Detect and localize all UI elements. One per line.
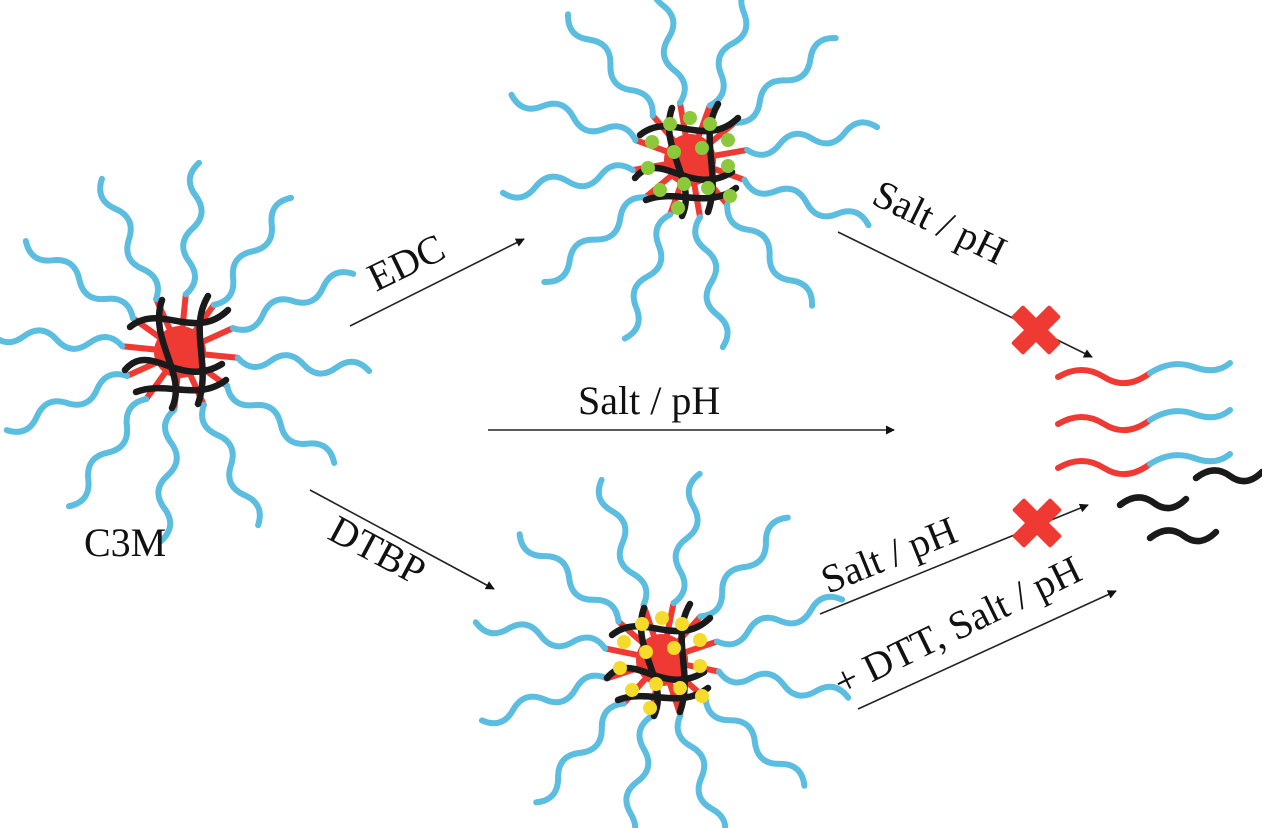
corona-chain <box>210 194 294 308</box>
homopolymer-chain <box>121 356 226 376</box>
edc-label: EDC <box>360 225 452 301</box>
corona-chain <box>653 0 688 106</box>
free-corona-chain <box>1147 360 1233 376</box>
corona-chain <box>706 0 750 109</box>
edc-to-products-label: Salt / pH <box>866 171 1014 274</box>
crosslink-dot <box>667 641 681 655</box>
corona-chain <box>674 711 729 828</box>
crosslink-dot <box>695 141 709 155</box>
crosslink-dot <box>703 117 717 131</box>
dtbp-arrow <box>309 489 495 590</box>
homopolymer-chain <box>608 614 714 639</box>
corona-chain <box>533 700 627 806</box>
crosslink-dot <box>677 177 691 191</box>
corona-chain <box>741 176 872 229</box>
homopolymer-chain <box>155 296 180 412</box>
crosslink-dot <box>667 145 681 159</box>
crosslink-dot <box>701 181 715 195</box>
corona-chain <box>744 119 881 158</box>
free-homopolymer <box>1146 527 1220 545</box>
corona-chain <box>670 470 703 607</box>
corona-chain <box>0 327 126 352</box>
corona-chain <box>702 695 808 789</box>
corona-chain <box>97 175 161 303</box>
corona-chain <box>713 593 846 648</box>
dtbp-to-products-label: Salt / pH <box>815 507 964 602</box>
crosslink-dot <box>695 689 709 703</box>
corona-chain <box>229 269 357 333</box>
crosslink-dot <box>655 611 669 625</box>
corona-chain <box>3 371 131 435</box>
corona-chain <box>199 401 263 529</box>
corona-chain <box>155 406 180 545</box>
crosslink-dot <box>617 635 631 649</box>
corona-chain <box>224 382 338 466</box>
edc-arrow <box>349 238 525 327</box>
corona-chain <box>234 352 373 377</box>
free-homopolymer <box>1192 467 1262 485</box>
crosslink-dot <box>625 683 639 697</box>
edc-crosslinked-micelle <box>499 0 881 351</box>
corona-chain <box>180 159 205 298</box>
corona-chain <box>472 619 609 652</box>
homopolymer-chain <box>132 376 230 396</box>
crosslink-dot <box>653 183 667 197</box>
crosslink-dot <box>649 677 663 691</box>
crosslink-dot <box>643 701 657 715</box>
crosslink-dot <box>613 661 627 675</box>
corona-chain <box>697 514 791 620</box>
corona-chain <box>715 668 852 701</box>
homopolymer-chain <box>636 114 742 139</box>
corona-chain <box>508 91 639 144</box>
free-core-block <box>1055 414 1153 433</box>
corona-chain <box>499 162 636 201</box>
crosslink-dot <box>723 189 737 203</box>
dtbp-crosslinked-micelle <box>472 470 852 828</box>
blocked-x-icon <box>1011 305 1061 355</box>
crosslink-dot <box>673 681 687 695</box>
crosslink-dot <box>641 161 655 175</box>
blocked-x-icon <box>1012 498 1062 548</box>
crosslink-dot <box>721 133 735 147</box>
crosslink-dot <box>639 645 653 659</box>
corona-chain <box>66 396 150 510</box>
corona-chain <box>724 201 816 309</box>
corona-chain <box>564 11 656 119</box>
crosslink-dot <box>635 617 649 631</box>
corona-chain <box>731 34 839 126</box>
corona-chain <box>516 531 622 625</box>
corona-chain <box>541 194 649 286</box>
dtbp-dtt-arrow <box>857 590 1117 710</box>
corona-chain <box>22 238 136 322</box>
crosslink-dot <box>671 201 685 215</box>
c3m-micelle <box>0 159 373 545</box>
free-core-block <box>1055 458 1153 477</box>
dtbp-label: DTBP <box>322 506 433 594</box>
crosslink-dot <box>645 135 659 149</box>
corona-chain <box>621 211 674 342</box>
crosslink-dot <box>683 111 697 125</box>
corona-chain <box>478 672 611 727</box>
crosslink-dot <box>693 633 707 647</box>
crosslink-dot <box>693 659 707 673</box>
c3m-label: C3M <box>84 520 166 565</box>
free-corona-chain <box>1147 451 1233 467</box>
free-polymers <box>1055 360 1262 545</box>
homopolymer-chain <box>126 306 232 331</box>
crosslink-dot <box>663 117 677 131</box>
free-homopolymer <box>1116 494 1190 512</box>
corona-chain <box>595 476 650 609</box>
corona-chain <box>692 214 731 351</box>
free-corona-chain <box>1147 407 1233 423</box>
crosslink-dot <box>721 159 735 173</box>
crosslink-dot <box>675 617 689 631</box>
free-core-block <box>1055 367 1153 386</box>
direct-route-label: Salt / pH <box>578 378 720 423</box>
corona-chain <box>623 713 654 828</box>
